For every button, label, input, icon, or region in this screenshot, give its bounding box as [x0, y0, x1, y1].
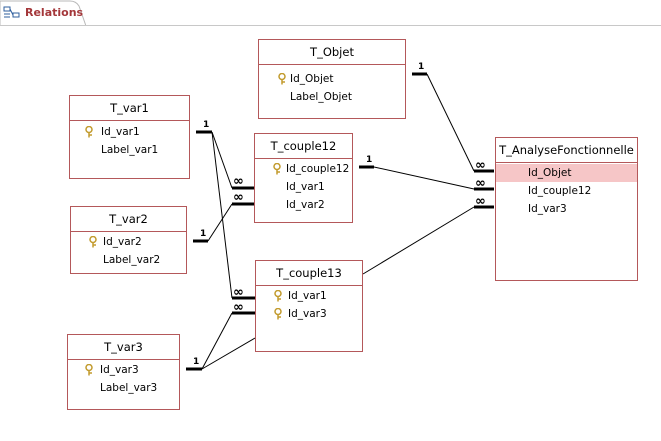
- field-row[interactable]: Id_Objet: [259, 70, 405, 88]
- field-row[interactable]: Label_var1: [70, 141, 189, 159]
- table-t-couple13[interactable]: T_couple13 Id_var1 Id_var3: [255, 260, 363, 352]
- rel-couple13-analyse-line: [362, 206, 475, 275]
- table-t-analysefonctionnelle[interactable]: T_AnalyseFonctionnelle Id_Objet Id_coupl…: [495, 137, 638, 281]
- field-name: Label_var1: [101, 144, 159, 156]
- table-title[interactable]: T_Objet: [259, 40, 405, 65]
- field-name: Id_var3: [100, 364, 139, 376]
- field-name: Id_var2: [103, 236, 142, 248]
- primary-key-icon: [274, 308, 282, 320]
- rel-objet-analyse-line: [426, 73, 475, 172]
- rel-var3-couple13-line-b: [201, 337, 256, 370]
- relationship-lines: [186, 72, 494, 371]
- tab-shape: [0, 0, 86, 26]
- field-name: Label_Objet: [290, 91, 353, 103]
- field-name: Id_var3: [288, 308, 327, 320]
- table-title[interactable]: T_couple12: [255, 134, 352, 159]
- field-row[interactable]: Id_var3: [496, 200, 637, 218]
- field-row[interactable]: Label_var2: [71, 251, 186, 269]
- rel-var1-couple12-line: [211, 131, 233, 189]
- field-row[interactable]: Id_couple12: [255, 160, 352, 178]
- field-row[interactable]: Id_var1: [70, 123, 189, 141]
- primary-key-icon: [274, 290, 282, 302]
- field-name: Id_var1: [286, 181, 325, 193]
- table-title[interactable]: T_AnalyseFonctionnelle: [496, 138, 637, 163]
- field-row[interactable]: Id_var3: [68, 361, 179, 379]
- field-name: Label_var3: [100, 382, 158, 394]
- relationships-canvas[interactable]: 1 ∞ 1 ∞ ∞ 1 ∞ 1 ∞ 1 ∞ ∞ T_Objet Id_Objet…: [0, 26, 661, 441]
- primary-key-icon: [89, 236, 97, 248]
- relationships-icon: [3, 6, 20, 18]
- cardinality-many-marker: ∞: [233, 174, 244, 189]
- table-t-couple12[interactable]: T_couple12 Id_couple12 Id_var1 Id_var2: [254, 133, 353, 223]
- tab-bar-divider: [0, 25, 661, 26]
- field-row[interactable]: Id_couple12: [496, 182, 637, 200]
- field-row[interactable]: Label_var3: [68, 379, 179, 397]
- table-t-var2[interactable]: T_var2 Id_var2 Label_var2: [70, 206, 187, 274]
- cardinality-many-marker: ∞: [475, 158, 486, 173]
- table-t-var1[interactable]: T_var1 Id_var1 Label_var1: [69, 95, 190, 179]
- table-t-objet[interactable]: T_Objet Id_Objet Label_Objet: [258, 39, 406, 119]
- primary-key-icon: [273, 163, 281, 175]
- table-title[interactable]: T_var3: [68, 335, 179, 360]
- primary-key-icon: [278, 73, 286, 85]
- table-title[interactable]: T_couple13: [256, 261, 362, 286]
- tab-label: Relations: [25, 6, 84, 19]
- cardinality-many-marker: ∞: [233, 190, 244, 205]
- relations-tab[interactable]: Relations: [0, 0, 86, 26]
- field-name: Id_Objet: [290, 73, 334, 85]
- cardinality-one-marker: 1: [200, 229, 207, 239]
- field-row[interactable]: Id_var1: [256, 287, 362, 305]
- cardinality-one-marker: 1: [366, 155, 373, 165]
- cardinality-one-marker: 1: [418, 62, 425, 72]
- field-name: Id_Objet: [528, 167, 572, 179]
- document-tab-bar: Relations: [0, 0, 661, 26]
- field-name: Id_var1: [101, 126, 140, 138]
- field-name: Id_couple12: [286, 163, 350, 175]
- primary-key-icon: [85, 364, 93, 376]
- rel-couple12-analyse-line: [373, 166, 475, 190]
- field-row[interactable]: Id_var3: [256, 305, 362, 323]
- field-row[interactable]: Id_var2: [71, 233, 186, 251]
- field-name: Id_var1: [288, 290, 327, 302]
- cardinality-many-marker: ∞: [233, 285, 244, 300]
- cardinality-many-marker: ∞: [475, 194, 486, 209]
- cardinality-one-marker: 1: [193, 357, 200, 367]
- rel-var1-couple13-line: [211, 131, 233, 299]
- table-title[interactable]: T_var2: [71, 207, 186, 232]
- primary-key-icon: [85, 126, 93, 138]
- field-row[interactable]: Id_var2: [255, 196, 352, 214]
- field-name: Id_var2: [286, 199, 325, 211]
- table-title[interactable]: T_var1: [70, 96, 189, 121]
- table-t-var3[interactable]: T_var3 Id_var3 Label_var3: [67, 334, 180, 410]
- field-row-selected[interactable]: Id_Objet: [496, 164, 637, 182]
- field-name: Id_var3: [528, 203, 567, 215]
- rel-var2-couple12-line: [207, 203, 233, 242]
- field-row[interactable]: Label_Objet: [259, 88, 405, 106]
- field-name: Id_couple12: [528, 185, 592, 197]
- cardinality-one-marker: 1: [203, 120, 210, 130]
- rel-var3-couple13-line-a: [201, 312, 233, 370]
- field-row[interactable]: Id_var1: [255, 178, 352, 196]
- cardinality-many-marker: ∞: [233, 300, 244, 315]
- field-name: Label_var2: [103, 254, 161, 266]
- cardinality-many-marker: ∞: [475, 176, 486, 191]
